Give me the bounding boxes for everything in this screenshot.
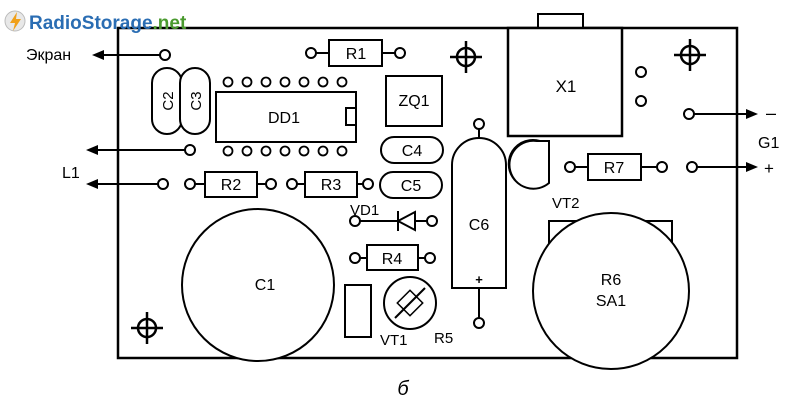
r6-label: R6 xyxy=(601,272,622,289)
diode-vd1 xyxy=(349,210,438,232)
transistor-vt2 xyxy=(507,139,550,190)
switch-r6-sa1: R6 SA1 xyxy=(532,212,690,370)
c5-label: C5 xyxy=(401,178,422,195)
resonator-zq1: ZQ1 xyxy=(385,75,443,127)
resistor-r3: R3 xyxy=(286,171,374,198)
l1-label: L1 xyxy=(62,165,80,182)
c2-label: C2 xyxy=(160,91,177,110)
capacitor-c2: C2 xyxy=(151,67,183,135)
dd1-label: DD1 xyxy=(268,110,300,127)
watermark-text: RadioStorage.net xyxy=(29,13,187,34)
vt1-label: VT1 xyxy=(380,332,408,349)
r4-label: R4 xyxy=(382,251,403,268)
mounting-hole xyxy=(450,41,482,73)
figure-caption: б xyxy=(397,378,409,400)
g1-minus-sign: – xyxy=(766,103,776,123)
resistor-r2: R2 xyxy=(184,171,277,198)
capacitor-c1: C1 xyxy=(181,208,335,362)
r7-label: R7 xyxy=(604,160,625,177)
x1-connector: X1 xyxy=(506,13,624,138)
c3-label: C3 xyxy=(188,91,205,110)
sa1-label: SA1 xyxy=(596,293,626,310)
resistor-r1: R1 xyxy=(305,39,406,67)
l1-lead-bottom xyxy=(86,178,169,190)
capacitor-c3: C3 xyxy=(179,67,211,135)
g1-minus-lead xyxy=(683,108,758,120)
capacitor-c4: C4 xyxy=(380,136,444,164)
r3-label: R3 xyxy=(321,177,342,194)
board-outline xyxy=(116,26,739,360)
zq1-label: ZQ1 xyxy=(398,93,429,110)
r2-label: R2 xyxy=(221,177,242,194)
watermark-main: RadioStorage xyxy=(29,13,153,34)
l1-lead-top xyxy=(86,144,196,156)
x1-pad xyxy=(635,66,647,78)
x1-label: X1 xyxy=(556,77,577,96)
resistor-r7: R7 xyxy=(564,153,698,181)
bolt-logo-icon xyxy=(4,10,26,32)
c6-label: C6 xyxy=(469,217,490,234)
c6-polarity: + xyxy=(475,272,483,287)
trimmer-r5 xyxy=(383,276,437,330)
vt2-label: VT2 xyxy=(552,195,580,212)
x1-pad xyxy=(635,95,647,107)
g1-plus-sign: + xyxy=(764,159,774,178)
mounting-hole xyxy=(674,39,706,71)
resistor-r4: R4 xyxy=(349,244,436,271)
capacitor-c5: C5 xyxy=(379,171,443,199)
r5-label: R5 xyxy=(434,330,453,347)
transistor-vt1 xyxy=(344,284,372,338)
vd1-label: VD1 xyxy=(350,202,379,219)
g1-label: G1 xyxy=(758,135,779,152)
c1-label: C1 xyxy=(255,277,276,294)
screen-label: Экран xyxy=(26,47,71,64)
c4-label: C4 xyxy=(402,143,423,160)
capacitor-c6: C6 + xyxy=(451,118,507,329)
g1-plus-lead xyxy=(697,162,758,172)
chip-dd1: DD1 xyxy=(215,76,357,157)
watermark: RadioStorage.net xyxy=(4,10,187,34)
mounting-hole xyxy=(131,312,163,344)
screen-lead xyxy=(92,49,171,61)
r1-label: R1 xyxy=(346,46,367,63)
watermark-suffix: .net xyxy=(153,13,187,34)
